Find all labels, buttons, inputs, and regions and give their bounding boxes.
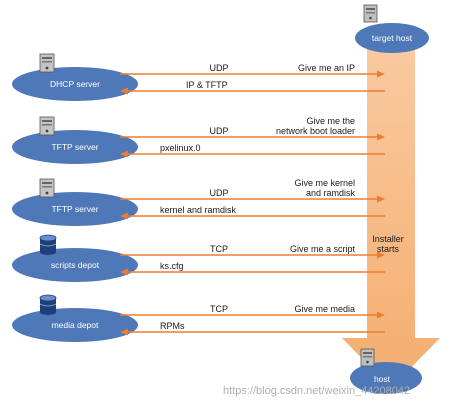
server-node — [12, 308, 138, 342]
server-tower-icon — [39, 178, 55, 198]
arrowhead — [377, 133, 385, 141]
server-label: media depot — [52, 320, 99, 330]
server-label: TFTP server — [51, 204, 98, 214]
server-node — [12, 192, 138, 226]
server-row-1: DHCP server UDP Give me an IP IP & TFTP — [12, 53, 385, 101]
target-host-label: target host — [372, 33, 413, 43]
response-label: kernel and ramdisk — [160, 205, 237, 215]
server-node — [12, 130, 138, 164]
arrowhead — [377, 251, 385, 259]
arrowhead — [120, 212, 128, 220]
arrowhead — [377, 195, 385, 203]
server-row-4: scripts depot TCP Give me a script ks.cfg — [12, 234, 385, 282]
server-tower-icon — [360, 348, 375, 367]
database-icon — [39, 234, 57, 255]
protocol-label: TCP — [210, 304, 228, 314]
arrowhead — [120, 328, 128, 336]
server-label: TFTP server — [51, 142, 98, 152]
server-label: DHCP server — [50, 79, 100, 89]
protocol-label: UDP — [209, 126, 228, 136]
server-node — [12, 248, 138, 282]
response-label: ks.cfg — [160, 261, 184, 271]
response-label: pxelinux.0 — [160, 143, 201, 153]
arrowhead — [120, 268, 128, 276]
request-label: Give me media — [294, 304, 355, 314]
server-tower-icon — [39, 116, 55, 136]
arrowhead — [120, 150, 128, 158]
server-tower-icon — [363, 4, 378, 23]
response-label: IP & TFTP — [186, 80, 228, 90]
target-host-node: target host — [355, 4, 429, 53]
database-icon — [39, 294, 57, 315]
arrowhead — [120, 87, 128, 95]
response-label: RPMs — [160, 321, 185, 331]
server-label: scripts depot — [51, 260, 100, 270]
server-tower-icon — [39, 53, 55, 73]
watermark: https://blog.csdn.net/weixin_44208042 — [223, 385, 410, 397]
bottom-host-label: host — [374, 374, 391, 384]
request-label: Give me an IP — [298, 63, 355, 73]
server-node — [12, 67, 138, 101]
request-label: Give me a script — [290, 244, 356, 254]
bottom-host-node: host — [350, 348, 422, 394]
protocol-label: TCP — [210, 244, 228, 254]
protocol-label: UDP — [209, 63, 228, 73]
arrowhead — [377, 311, 385, 319]
installer-flow-arrow — [342, 44, 440, 388]
arrowhead — [377, 70, 385, 78]
protocol-label: UDP — [209, 188, 228, 198]
